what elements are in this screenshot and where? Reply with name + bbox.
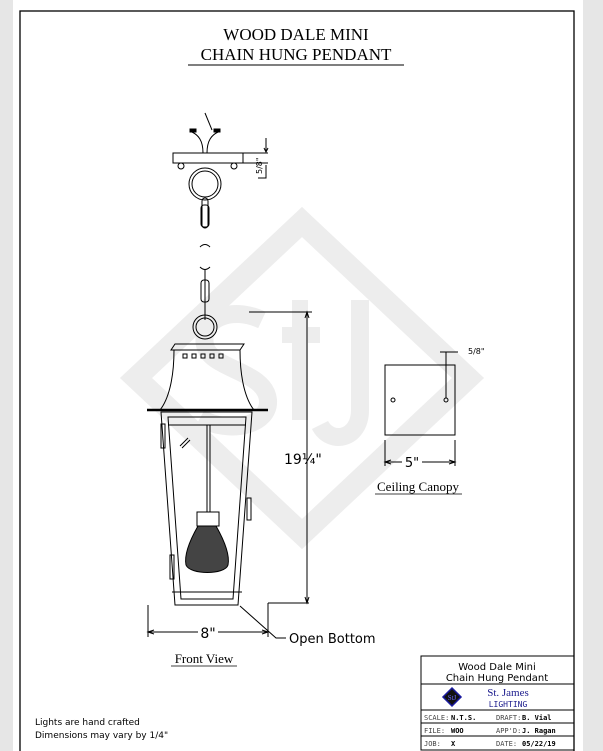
width-dimension: 8" [200,626,215,642]
file-value: WOO [451,727,464,735]
title-block [420,655,575,751]
ceiling-canopy-label: Ceiling Canopy [377,479,459,494]
draft-value: B. Vial [522,714,552,722]
canopy-width-dimension: 5" [405,456,419,471]
height-dimension: 19¼" [284,452,322,468]
open-bottom-label: Open Bottom [289,632,376,647]
title-line-1: WOOD DALE MINI [223,25,369,44]
date-label: DATE: [496,740,517,748]
ceiling-canopy-view [383,351,458,466]
title-block-name-1: Wood Dale Mini [458,662,536,673]
front-view-label: Front View [175,651,234,666]
company-sub: LIGHTING [489,700,528,709]
file-label: FILE: [424,727,445,735]
date-value: 05/22/19 [522,740,556,748]
note-hand-crafted: Lights are hand crafted [35,718,140,728]
job-value: X [451,740,456,748]
appd-label: APP'D: [496,727,521,735]
canopy-thickness-dimension: 5/8" [255,157,264,174]
scale-label: SCALE: [424,714,449,722]
company-logo: StJ [448,694,457,702]
company-name: St. James [487,687,529,699]
title-line-2: CHAIN HUNG PENDANT [201,45,392,64]
appd-value: J. Ragan [522,727,556,735]
draft-label: DRAFT: [496,714,521,722]
sheet-border [19,10,575,751]
title-block-name-2: Chain Hung Pendant [446,673,548,684]
canopy-hole-dimension: 5/8" [468,347,485,356]
pendant-front-view [146,112,312,639]
scale-value: N.T.S. [451,714,476,722]
job-label: JOB: [424,740,441,748]
note-dimensions: Dimensions may vary by 1/4" [35,731,168,741]
